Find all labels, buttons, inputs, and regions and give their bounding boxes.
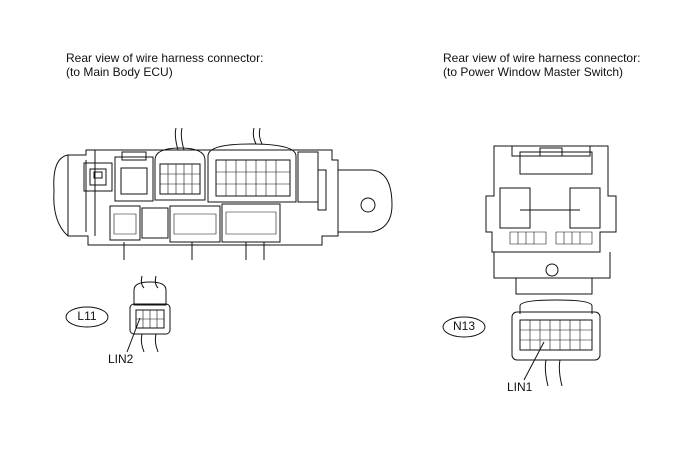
ecu-wire-top-1 bbox=[175, 128, 178, 150]
n13-badge: N13 bbox=[452, 319, 475, 333]
ecu-bottom-connector-1 bbox=[110, 206, 140, 240]
n13-connector bbox=[443, 300, 600, 386]
ecu-connector-3 bbox=[155, 148, 205, 200]
lin1-terminal-label: LIN1 bbox=[507, 380, 533, 394]
pwms-housing bbox=[486, 146, 616, 252]
ecu-side-clip bbox=[298, 152, 318, 202]
left-caption: Rear view of wire harness connector: (to… bbox=[66, 51, 263, 79]
pwms-lower-body bbox=[494, 252, 610, 278]
left-caption-line1: Rear view of wire harness connector: bbox=[66, 51, 264, 65]
right-caption-line1: Rear view of wire harness connector: bbox=[443, 51, 641, 65]
ecu-bottom-connector-3 bbox=[170, 206, 220, 242]
n13-cap bbox=[520, 300, 592, 314]
l11-body bbox=[130, 304, 170, 334]
ecu-mount-hole bbox=[361, 198, 375, 212]
ecu-housing bbox=[68, 150, 338, 245]
pwms-top-window bbox=[520, 152, 592, 174]
l11-badge: L11 bbox=[77, 309, 97, 323]
ecu-small-connector bbox=[84, 163, 112, 191]
pwms-connector-block bbox=[486, 146, 616, 294]
right-caption-line2: (to Power Window Master Switch) bbox=[443, 65, 624, 79]
lin2-terminal-label: LIN2 bbox=[108, 352, 134, 366]
pwms-center-boss bbox=[546, 264, 558, 276]
n13-badge-outline bbox=[443, 317, 485, 337]
lin2-leader-line bbox=[127, 318, 140, 352]
n13-body bbox=[512, 312, 600, 360]
ecu-connector-4 bbox=[208, 144, 296, 202]
ecu-wire-top-4 bbox=[259, 128, 262, 144]
ecu-mount-ear bbox=[338, 170, 392, 232]
left-caption-line2: (to Main Body ECU) bbox=[66, 65, 173, 79]
l11-badge-outline bbox=[66, 307, 108, 327]
ecu-connector-2 bbox=[115, 157, 153, 201]
l11-connector bbox=[66, 276, 170, 352]
right-caption: Rear view of wire harness connector: (to… bbox=[443, 51, 640, 79]
lin1-leader-line bbox=[524, 342, 544, 380]
ecu-wire-top-2 bbox=[181, 128, 184, 150]
ecu-bottom-connector-2 bbox=[142, 208, 168, 238]
ecu-wire-top-3 bbox=[253, 128, 256, 144]
l11-cap bbox=[134, 282, 166, 305]
ecu-left-end bbox=[54, 155, 68, 236]
ecu-connector-block bbox=[54, 128, 392, 260]
ecu-bottom-connector-4 bbox=[222, 204, 280, 242]
